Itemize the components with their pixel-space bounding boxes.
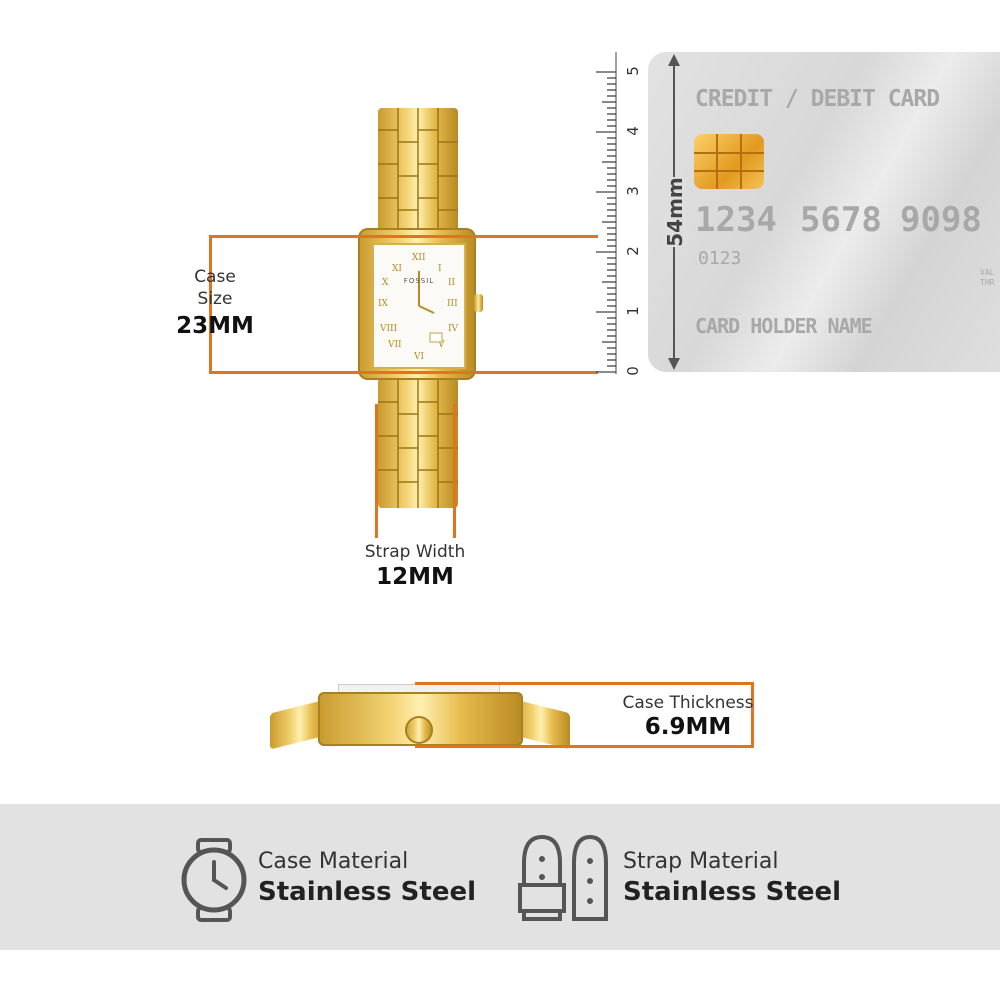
strap-icon (518, 834, 608, 921)
watch-brand: FOSSIL (403, 277, 435, 285)
svg-text:XII: XII (412, 253, 426, 263)
ruler-tick-label: 5 (623, 66, 642, 76)
card-height-label: 54mm (663, 177, 687, 247)
strap-width-value: 12MM (376, 564, 454, 590)
case-size-value: 23MM (176, 313, 254, 339)
svg-text:IV: IV (448, 324, 459, 334)
watch-crown (474, 294, 483, 312)
case-thickness-line-bottom (415, 745, 753, 748)
card-holder-name: CARD HOLDER NAME (695, 314, 873, 338)
strap-material-title: Strap Material (623, 849, 779, 874)
ruler-tick-label: 4 (623, 126, 642, 136)
svg-text:X: X (382, 278, 389, 288)
card-number-group: 5678 (800, 200, 882, 240)
card-sub-number: 0123 (698, 248, 742, 269)
watch-side-crown (405, 716, 433, 744)
svg-text:VI: VI (413, 352, 424, 362)
case-thickness-line-right (751, 682, 754, 748)
svg-text:I: I (438, 264, 442, 274)
strap-material-value: Stainless Steel (623, 877, 842, 907)
case-size-label-line1: Case (194, 267, 236, 287)
case-material-title: Case Material (258, 849, 409, 874)
strap-width-line-right (453, 404, 456, 538)
card-number-group: 9098 (900, 200, 982, 240)
card-chip (694, 134, 764, 189)
case-material-value: Stainless Steel (258, 877, 477, 907)
case-size-line-bottom (210, 371, 598, 374)
svg-text:IX: IX (378, 299, 389, 309)
strap-width-label: Strap Width (364, 542, 466, 562)
svg-text:XI: XI (392, 264, 402, 274)
ruler-tick-label: 0 (623, 366, 642, 376)
ruler (596, 52, 617, 374)
card-title: CREDIT / DEBIT CARD (695, 86, 940, 112)
svg-text:VIII: VIII (379, 324, 398, 334)
credit-card (648, 52, 1000, 372)
card-number-group: 1234 (695, 200, 777, 240)
svg-text:III: III (447, 299, 458, 309)
bracelet-links-bottom (378, 378, 458, 508)
case-size-line-top (210, 235, 598, 238)
case-thickness-value: 6.9MM (644, 714, 732, 740)
card-edge-text: VAL THR (980, 268, 995, 287)
materials-band (0, 804, 1000, 950)
ruler-tick-label: 2 (623, 246, 642, 256)
svg-text:II: II (448, 278, 456, 288)
bracelet-links-top (378, 108, 458, 238)
svg-text:V: V (437, 340, 445, 350)
case-size-label-line2: Size (197, 289, 233, 309)
case-thickness-line-top (415, 682, 753, 685)
strap-width-line-left (375, 404, 378, 538)
case-size-line-left (209, 235, 212, 374)
watch-icon (181, 838, 247, 922)
svg-text:VII: VII (387, 340, 402, 350)
ruler-tick-label: 1 (623, 306, 642, 316)
ruler-tick-label: 3 (623, 186, 642, 196)
case-thickness-label: Case Thickness (622, 693, 754, 713)
